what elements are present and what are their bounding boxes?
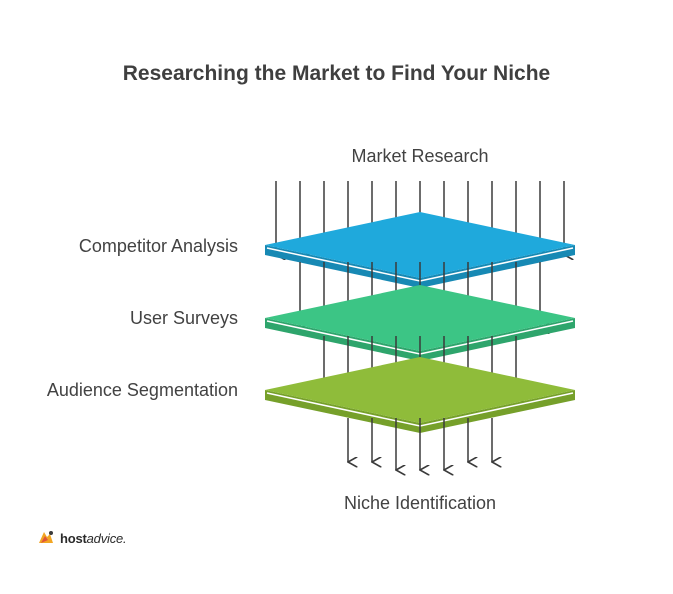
input-label: Market Research	[351, 146, 489, 166]
layer-plate-competitor-analysis	[265, 212, 575, 288]
layer-label-audience-segmentation: Audience Segmentation	[46, 380, 238, 400]
brand-bold-text: host	[60, 530, 87, 546]
layer-plate-user-surveys	[265, 285, 575, 361]
layer-plate-audience-segmentation	[265, 357, 575, 433]
output-label: Niche Identification	[343, 493, 497, 513]
plate-top	[265, 212, 575, 278]
brand-thin-text: advice.	[86, 530, 127, 546]
output-arrows	[348, 418, 492, 470]
hostadvice-logo-icon	[39, 531, 53, 543]
layer-label-competitor-analysis: Competitor Analysis	[78, 236, 238, 256]
layer-label-user-surveys: User Surveys	[129, 308, 238, 328]
plate-top	[265, 357, 575, 423]
diagram-title: Researching the Market to Find Your Nich…	[122, 62, 551, 85]
plate-top	[265, 285, 575, 351]
brand-logo: hostadvice.	[36, 529, 127, 547]
